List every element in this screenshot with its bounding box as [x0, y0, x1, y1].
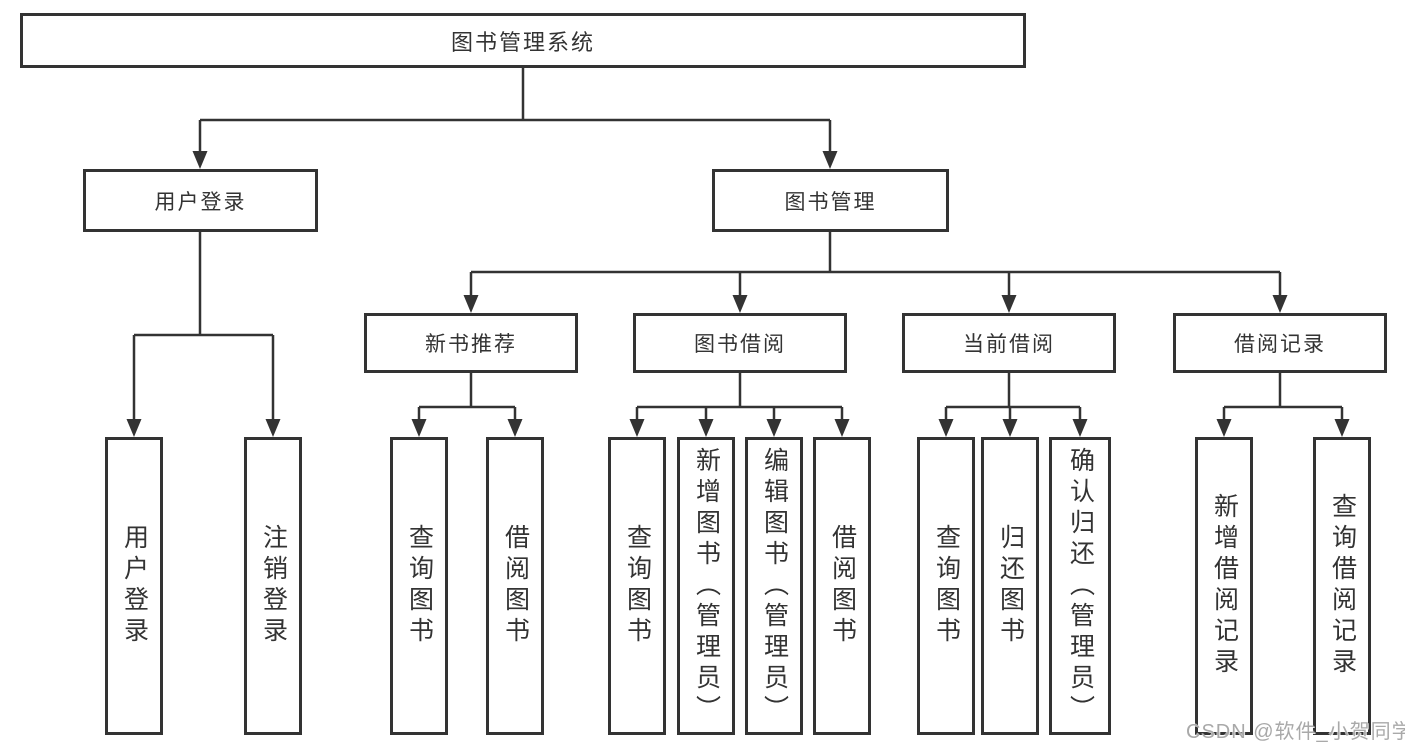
node-user-login: 用户登录: [83, 169, 318, 232]
leaf-query-books-current: 查询图书: [917, 437, 975, 735]
node-label: 注销登录: [259, 524, 288, 648]
node-borrowing-records: 借阅记录: [1173, 313, 1387, 373]
node-label: 借阅图书: [501, 524, 530, 648]
leaf-logout: 注销登录: [244, 437, 302, 735]
node-label: 图书借阅: [694, 333, 786, 356]
node-label: 编辑图书（管理员）: [760, 446, 789, 726]
leaf-borrow-books-recommend: 借阅图书: [486, 437, 544, 735]
node-label: 图书管理系统: [450, 29, 595, 55]
node-label: 查询图书: [405, 524, 434, 648]
leaf-query-borrow-record: 查询借阅记录: [1313, 437, 1371, 735]
node-label: 借阅图书: [828, 524, 857, 648]
node-label: 查询图书: [932, 524, 961, 648]
node-label: 新增借阅记录: [1210, 493, 1239, 679]
node-label: 用户登录: [120, 524, 149, 648]
node-library-management-system: 图书管理系统: [20, 13, 1026, 68]
node-book-borrowing: 图书借阅: [633, 313, 847, 373]
node-label: 新书推荐: [425, 333, 517, 356]
node-label: 新增图书（管理员）: [692, 446, 721, 726]
node-new-book-recommendation: 新书推荐: [364, 313, 578, 373]
node-label: 借阅记录: [1234, 333, 1326, 356]
leaf-confirm-return-admin: 确认归还（管理员）: [1049, 437, 1111, 735]
leaf-query-books-recommend: 查询图书: [390, 437, 448, 735]
node-current-borrowing: 当前借阅: [902, 313, 1116, 373]
leaf-add-borrow-record: 新增借阅记录: [1195, 437, 1253, 735]
leaf-query-books-borrow: 查询图书: [608, 437, 666, 735]
node-label: 图书管理: [784, 190, 877, 214]
node-label: 当前借阅: [963, 333, 1055, 356]
leaf-add-books-admin: 新增图书（管理员）: [677, 437, 735, 735]
node-book-management: 图书管理: [712, 169, 949, 232]
node-label: 归还图书: [996, 524, 1025, 648]
node-label: 用户登录: [154, 190, 247, 214]
csdn-watermark: CSDN @软件_小贺同学: [1186, 721, 1405, 743]
leaf-user-login: 用户登录: [105, 437, 163, 735]
leaf-edit-books-admin: 编辑图书（管理员）: [745, 437, 803, 735]
node-label: 查询借阅记录: [1328, 493, 1357, 679]
node-label: 确认归还（管理员）: [1066, 446, 1095, 726]
leaf-borrow-books: 借阅图书: [813, 437, 871, 735]
node-label: 查询图书: [623, 524, 652, 648]
leaf-return-books: 归还图书: [981, 437, 1039, 735]
